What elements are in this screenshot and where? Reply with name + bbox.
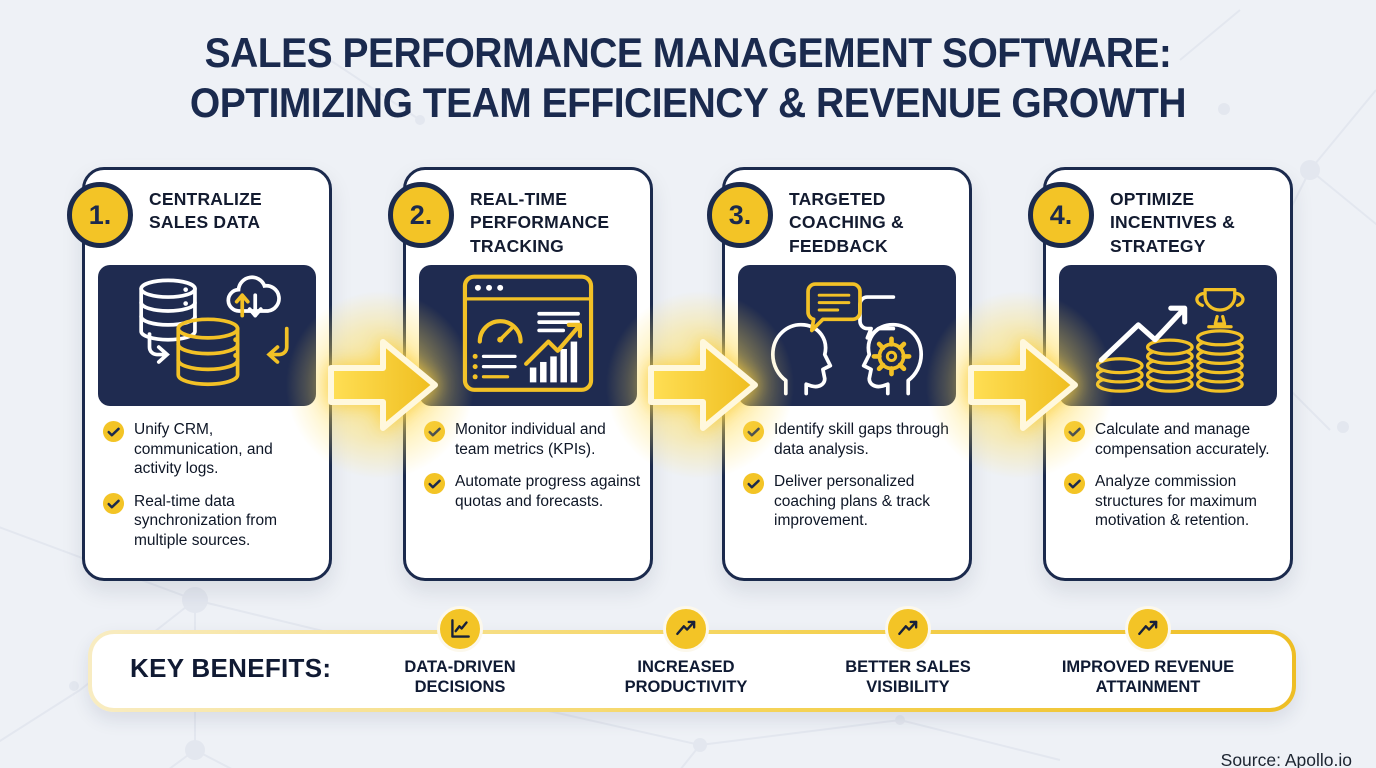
- check-icon: [102, 492, 125, 514]
- step-number-badge: 4.: [1028, 182, 1094, 248]
- bullet-text: Real-time data synchronization from mult…: [134, 492, 278, 549]
- benefit-label-line: DATA-DRIVEN: [404, 658, 516, 676]
- check-icon: [742, 472, 765, 495]
- bullet-list: Unify CRM, communication, and activity l…: [85, 420, 329, 563]
- bullet-text: Calculate and manage compensation accura…: [1095, 421, 1270, 458]
- line-chart-icon: [437, 606, 483, 652]
- benefit-label-line: VISIBILITY: [866, 678, 950, 697]
- benefit-label-line: IMPROVED REVENUE: [1061, 658, 1235, 676]
- bullet-text: Automate progress against quotas and for…: [455, 473, 641, 510]
- coaching-conversation-icon: [738, 265, 956, 406]
- check-icon: [423, 472, 446, 495]
- bullet-item: Identify skill gaps through data analysi…: [742, 420, 961, 459]
- page-title: SALES PERFORMANCE MANAGEMENT SOFTWARE: O…: [0, 29, 1376, 128]
- step-title: CENTRALIZE SALES DATA: [149, 189, 262, 233]
- bullet-text: Unify CRM, communication, and activity l…: [134, 421, 273, 478]
- bullet-text: Deliver personalized coaching plans & tr…: [774, 473, 930, 530]
- benefit-label-line: PRODUCTIVITY: [624, 678, 748, 697]
- bullet-text: Analyze commission structures for maximu…: [1095, 473, 1257, 530]
- trend-up-icon: [663, 606, 709, 652]
- step-number-badge: 2.: [388, 182, 454, 248]
- benefit-label: DATA-DRIVEN DECISIONS: [404, 657, 515, 697]
- step-title: TARGETED COACHING & FEEDBACK: [789, 189, 904, 256]
- bullet-item: Analyze commission structures for maximu…: [1063, 472, 1282, 531]
- bullet-list: Calculate and manage compensation accura…: [1046, 420, 1290, 544]
- step-number-badge: 1.: [67, 182, 133, 248]
- benefit-label: INCREASED PRODUCTIVITY: [625, 657, 748, 697]
- flow-arrow-icon: [648, 339, 758, 431]
- benefit-data-driven-decisions: DATA-DRIVEN DECISIONS: [340, 606, 580, 697]
- benefit-better-sales-visibility: BETTER SALES VISIBILITY: [788, 606, 1028, 697]
- trend-up-icon: [885, 606, 931, 652]
- benefit-label-line: INCREASED: [637, 658, 735, 676]
- dashboard-analytics-icon: [419, 265, 637, 406]
- key-benefits-label: KEY BENEFITS:: [130, 653, 332, 683]
- benefit-label: BETTER SALES VISIBILITY: [845, 657, 971, 697]
- flow-arrow-icon: [968, 339, 1078, 431]
- bullet-item: Automate progress against quotas and for…: [423, 472, 642, 511]
- benefit-improved-revenue-attainment: IMPROVED REVENUE ATTAINMENT: [1028, 606, 1268, 697]
- step-title: OPTIMIZE INCENTIVES & STRATEGY: [1110, 189, 1235, 256]
- database-cloud-sync-icon: [98, 265, 316, 406]
- benefit-label: IMPROVED REVENUE ATTAINMENT: [1062, 657, 1234, 697]
- benefit-label-line: BETTER SALES: [845, 658, 971, 676]
- bullet-item: Deliver personalized coaching plans & tr…: [742, 472, 961, 531]
- check-icon: [102, 420, 125, 443]
- benefit-increased-productivity: INCREASED PRODUCTIVITY: [566, 606, 806, 697]
- bullet-item: Monitor individual and team metrics (KPI…: [423, 420, 642, 459]
- bullet-item: Real-time data synchronization from mult…: [102, 492, 321, 551]
- source-attribution: Source: Apollo.io: [1220, 749, 1352, 768]
- title-line-1: SALES PERFORMANCE MANAGEMENT SOFTWARE:: [204, 30, 1172, 77]
- flow-arrow-icon: [328, 339, 438, 431]
- benefit-label-line: DECISIONS: [414, 678, 506, 697]
- bullet-text: Identify skill gaps through data analysi…: [774, 421, 949, 458]
- step-title: REAL-TIME PERFORMANCE TRACKING: [470, 189, 610, 256]
- bullet-item: Unify CRM, communication, and activity l…: [102, 420, 321, 479]
- coins-trophy-growth-icon: [1059, 265, 1277, 406]
- step-number-badge: 3.: [707, 182, 773, 248]
- check-icon: [1063, 472, 1086, 495]
- benefit-label-line: ATTAINMENT: [1095, 678, 1201, 697]
- title-line-2: OPTIMIZING TEAM EFFICIENCY & REVENUE GRO…: [189, 79, 1187, 127]
- bullet-text: Monitor individual and team metrics (KPI…: [455, 421, 606, 458]
- bullet-item: Calculate and manage compensation accura…: [1063, 420, 1282, 459]
- trend-up-icon: [1125, 606, 1171, 652]
- step-card-centralize-sales-data: 1. CENTRALIZE SALES DATA: [67, 167, 332, 581]
